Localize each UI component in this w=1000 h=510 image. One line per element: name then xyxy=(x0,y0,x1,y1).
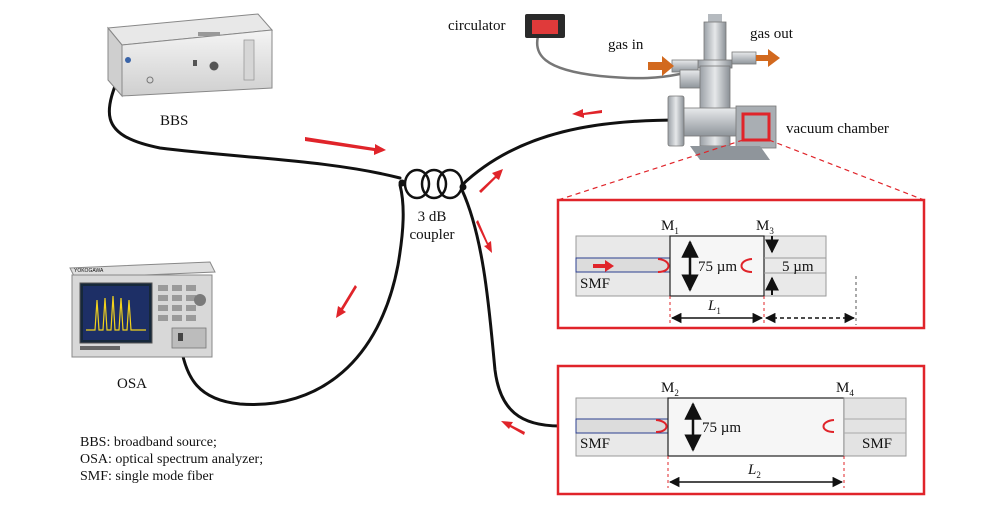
gas-in-arrow xyxy=(648,56,674,76)
top-mirror-left-sub: 1 xyxy=(674,226,679,236)
gas-out-label: gas out xyxy=(750,26,794,42)
svg-text:L2: L2 xyxy=(747,462,761,480)
fiber-osa-to-coupler xyxy=(178,183,405,406)
legend-line-smf: SMF: single mode fiber xyxy=(80,469,214,484)
bottom-width-label: 75 µm xyxy=(702,420,741,436)
gas-out-arrow xyxy=(756,49,780,67)
fiber-bbs-to-coupler xyxy=(107,66,402,180)
osa-brand: YOKOGAWA xyxy=(74,268,104,274)
circulator-label: circulator xyxy=(448,18,505,34)
bottom-cavity xyxy=(667,397,845,457)
osa-label: OSA xyxy=(117,376,147,392)
bottom-smf-core-left xyxy=(575,418,669,434)
bottom-smf-right-label: SMF xyxy=(862,436,892,452)
bottom-reflection-m2 xyxy=(655,419,668,433)
top-reflection-m3 xyxy=(740,258,753,273)
bottom-smf-right xyxy=(843,397,907,457)
top-smf-label: SMF xyxy=(580,276,610,292)
arrow-coupler-to-chamber xyxy=(479,169,503,193)
bottom-length-sub: 2 xyxy=(756,470,761,480)
bottom-length-label: L xyxy=(747,462,756,478)
legend-line-osa: OSA: optical spectrum analyzer; xyxy=(80,452,263,467)
vacuum-chamber: gas in gas out vacuum chamber xyxy=(608,14,889,160)
legend-line-bbs: BBS: broadband source; xyxy=(80,435,217,450)
top-length-sub: 1 xyxy=(716,306,721,316)
direction-arrows xyxy=(305,109,602,435)
bottom-mirror-left: M xyxy=(661,380,674,396)
bbs-instrument: BBS xyxy=(107,13,274,129)
top-input-arrow xyxy=(593,260,614,272)
svg-text:M4: M4 xyxy=(836,380,854,398)
bottom-mirror-right-sub: 4 xyxy=(849,388,854,398)
bottom-reflection-m4 xyxy=(822,419,835,433)
vacuum-chamber-label: vacuum chamber xyxy=(786,121,889,137)
bbs-label: BBS xyxy=(160,113,188,129)
osa-key-grid xyxy=(158,285,196,321)
zoom-lines xyxy=(557,139,925,201)
arrow-from-chamber xyxy=(572,109,602,118)
detail-bottom: M2 M4 SMF SMF 75 µm L2 xyxy=(556,364,926,496)
fiber-circulator xyxy=(535,28,682,80)
bottom-smf-left-label: SMF xyxy=(580,436,610,452)
svg-text:M2: M2 xyxy=(661,380,679,398)
svg-text:M3: M3 xyxy=(756,218,774,236)
top-width-label: 75 µm xyxy=(698,259,737,275)
top-mirror-left: M xyxy=(661,218,674,234)
coupler-label-line1: 3 dB xyxy=(418,209,447,225)
svg-text:M1: M1 xyxy=(661,218,679,236)
bottom-mirror-right: M xyxy=(836,380,849,396)
bottom-mirror-left-sub: 2 xyxy=(674,388,679,398)
top-mirror-right-sub: 3 xyxy=(769,226,774,236)
osa-instrument: YOKOGAWA OSA xyxy=(69,261,216,392)
chamber-zoom-marker xyxy=(741,112,771,142)
top-smf-core xyxy=(575,257,671,273)
fiber-lines xyxy=(107,28,682,428)
top-mirror-right: M xyxy=(756,218,769,234)
coupler-label-line2: coupler xyxy=(410,227,455,243)
legend: BBS: broadband source; OSA: optical spec… xyxy=(80,435,263,484)
gas-in-label: gas in xyxy=(608,37,644,53)
detail-top: M1 M3 SMF 75 µm 5 µm L1 xyxy=(556,198,926,330)
arrow-from-bottom-sensor xyxy=(501,421,525,435)
svg-text:L1: L1 xyxy=(707,298,721,316)
coupler: 3 dB coupler xyxy=(398,168,467,243)
fiber-coupler-to-bottom-sensor xyxy=(460,188,562,428)
top-core-label: 5 µm xyxy=(782,259,814,275)
osa-screen-trace xyxy=(86,295,146,331)
fiber-coupler-to-chamber xyxy=(460,118,682,187)
arrow-coupler-to-bottom xyxy=(476,220,492,253)
arrow-bbs-to-coupler xyxy=(305,137,386,155)
arrow-to-osa xyxy=(336,285,357,318)
top-length-label: L xyxy=(707,298,716,314)
circulator: circulator xyxy=(448,14,565,38)
top-reflection-m1 xyxy=(657,258,670,273)
